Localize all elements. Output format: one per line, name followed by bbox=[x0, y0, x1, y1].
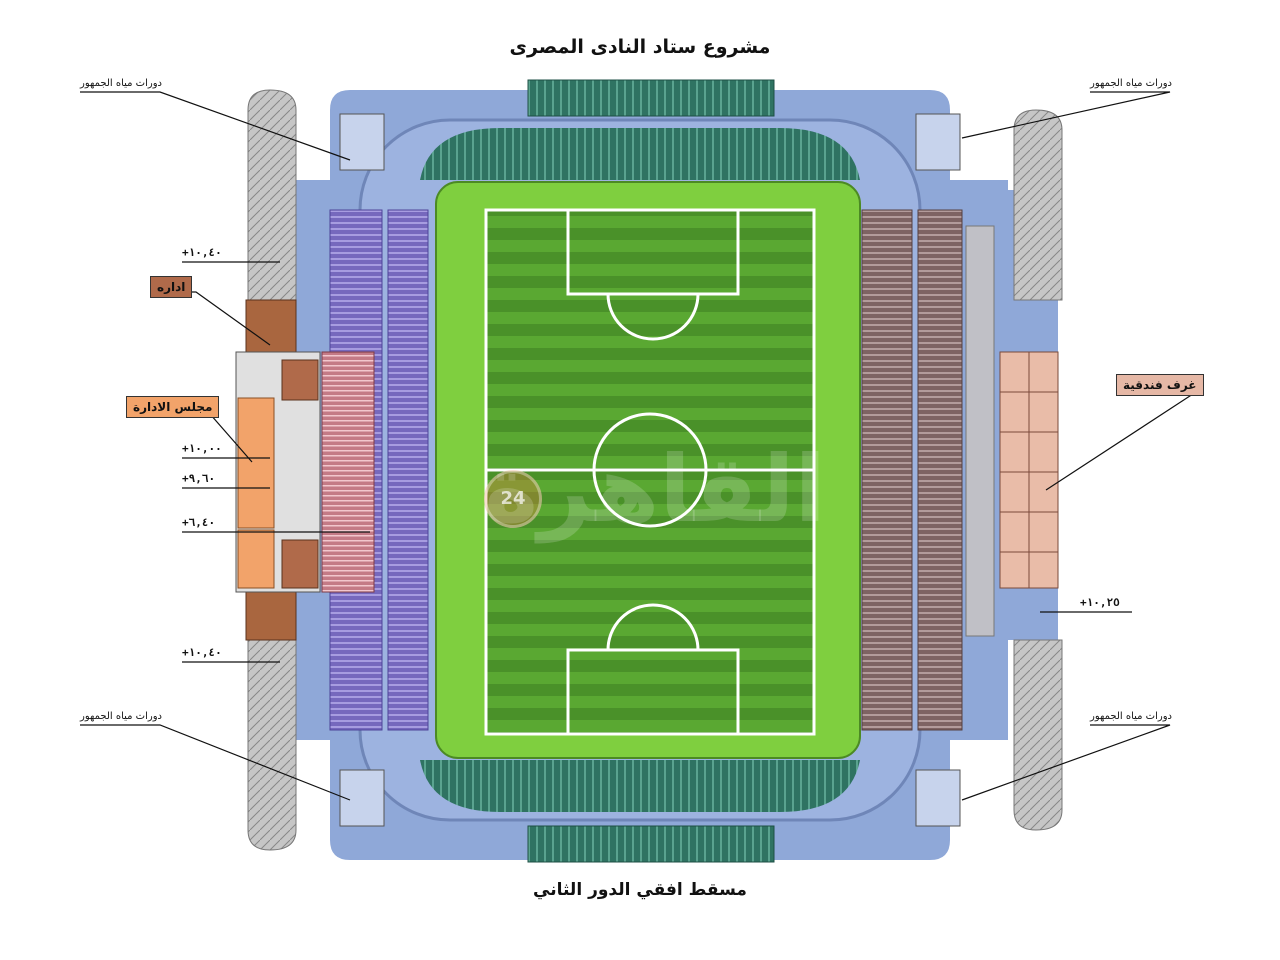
stand-top-inner bbox=[420, 128, 860, 180]
wc-block-top-right bbox=[915, 113, 961, 171]
stand-right-outer bbox=[917, 209, 963, 731]
level-marker: +١٠,٢٥ bbox=[1080, 596, 1120, 609]
label-hotel-rooms: غرف فندقية bbox=[1116, 374, 1204, 396]
stand-right-aisle bbox=[965, 225, 995, 637]
stand-bottom-inner bbox=[420, 760, 860, 812]
stair-tower-left-top bbox=[247, 89, 297, 321]
stair-tower-right-bottom bbox=[1013, 639, 1063, 831]
level-marker: +٩,٦٠ bbox=[182, 472, 216, 485]
wc-block-bottom-left bbox=[339, 769, 385, 827]
stand-left-inner bbox=[387, 209, 429, 731]
wc-block-top-left bbox=[339, 113, 385, 171]
page-title: مشروع ستاد النادى المصرى bbox=[509, 36, 771, 58]
label-admin: اداره bbox=[150, 276, 193, 298]
stair-tower-left-bottom bbox=[247, 639, 297, 851]
label-wc-bottom-left: دورات مياه الجمهور bbox=[80, 711, 162, 722]
level-marker: +١٠,٠٠ bbox=[182, 442, 222, 455]
label-board: مجلس الادارة bbox=[126, 396, 220, 418]
stand-bottom-outer bbox=[527, 825, 775, 863]
label-wc-top-left: دورات مياه الجمهور bbox=[80, 78, 162, 89]
label-wc-top-right: دورات مياه الجمهور bbox=[1090, 78, 1172, 89]
wc-block-bottom-right bbox=[915, 769, 961, 827]
stair-tower-right-top bbox=[1013, 109, 1063, 301]
hotel-block bbox=[999, 351, 1059, 589]
label-wc-bottom-right: دورات مياه الجمهور bbox=[1090, 711, 1172, 722]
stand-left-vip bbox=[321, 351, 375, 593]
pitch-markings bbox=[484, 208, 816, 736]
pitch-surface bbox=[486, 210, 814, 734]
admin-block bbox=[235, 299, 321, 641]
level-marker: +١٠,٤٠ bbox=[182, 246, 222, 259]
plan-subtitle: مسقط افقي الدور الثاني bbox=[533, 880, 747, 900]
stand-right-inner bbox=[861, 209, 913, 731]
watermark-badge: 24 bbox=[484, 470, 542, 528]
stand-top-outer bbox=[527, 79, 775, 117]
level-marker: +١٠,٤٠ bbox=[182, 646, 222, 659]
leader-lines bbox=[80, 91, 1199, 801]
level-marker: +٦,٤٠ bbox=[182, 516, 216, 529]
